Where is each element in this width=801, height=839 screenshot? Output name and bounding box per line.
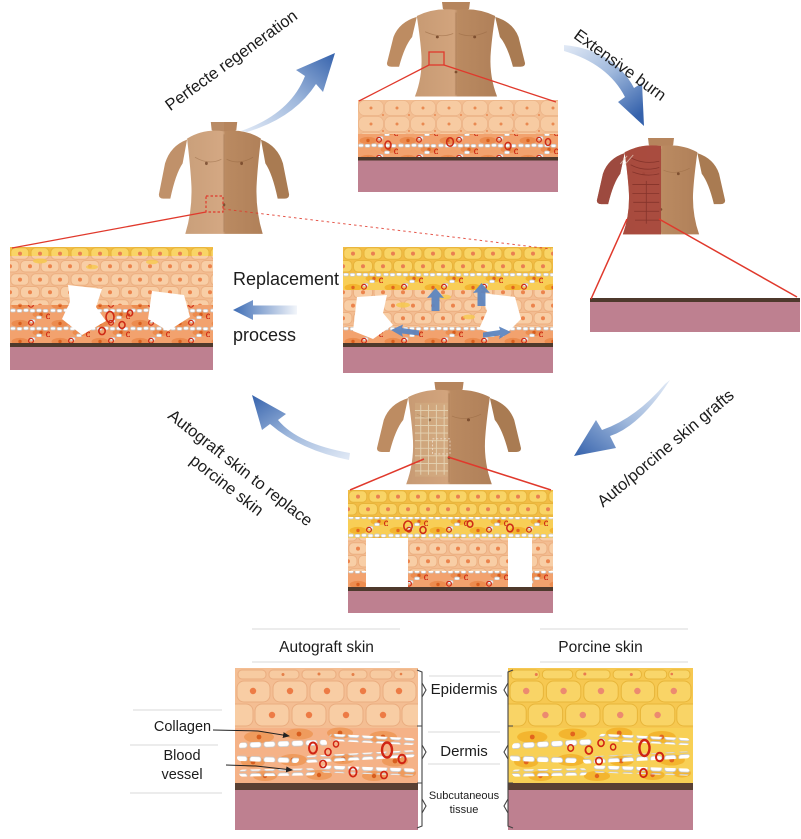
label-subcutaneous-tissue: Subcutaneous tissue (421, 789, 507, 817)
blood-vessels (308, 740, 407, 780)
panel-healthy-skin-section (358, 100, 558, 192)
label-collagen: Collagen (153, 719, 212, 735)
migration-arrows (391, 283, 511, 339)
blood-vessels (567, 738, 665, 779)
arrow-extensive-burn-icon (564, 45, 644, 126)
label-subcutaneous: Subcutaneous (428, 790, 500, 802)
title-autograft-skin: Autograft skin (279, 639, 374, 656)
label-process: process (233, 325, 297, 345)
arrow-skin-grafts-icon (574, 380, 670, 456)
label-tissue: tissue (449, 804, 479, 816)
panel-burned-section (590, 298, 800, 332)
panel-replacement-section (343, 247, 553, 373)
panel-regenerated-section (10, 247, 213, 370)
label-epidermis: Epidermis (430, 681, 498, 698)
label-blood: Blood (163, 748, 201, 764)
graft-grid-overlay (414, 402, 451, 477)
arrow-autograft-replace-icon (252, 395, 350, 460)
label-vessel: vessel (161, 767, 203, 783)
label-dermis: Dermis (440, 743, 488, 760)
arrow-perfect-regeneration-icon (241, 53, 335, 132)
torso-burned-right (596, 138, 726, 238)
torso-grafted-bottom (376, 382, 522, 488)
burn-wound-overlay (596, 145, 661, 235)
label-blood-vessel: Blood vessel (146, 747, 218, 785)
title-porcine-skin: Porcine skin (558, 639, 643, 656)
torso-regenerated-left (158, 122, 290, 238)
arrow-replacement-process-icon (233, 300, 297, 320)
label-replacement: Replacement (233, 269, 340, 289)
panel-porcine-histology (508, 668, 693, 830)
torso-healthy-top (386, 2, 526, 100)
panel-grafted-section (348, 490, 553, 613)
panel-autograft-histology (235, 668, 418, 830)
autograft-columns (348, 538, 553, 587)
